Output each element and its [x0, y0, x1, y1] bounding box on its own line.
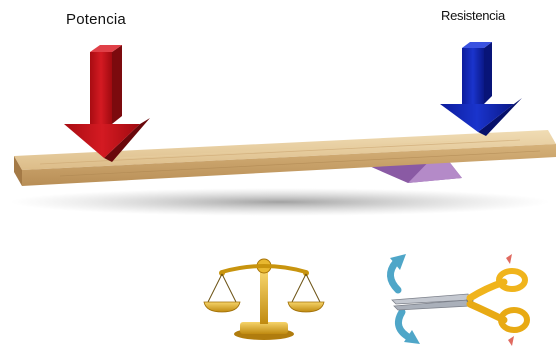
scissors-icon [387, 254, 530, 346]
balance-scale-icon [203, 258, 325, 340]
resistance-label: Resistencia [441, 8, 505, 23]
effort-label: Potencia [66, 11, 126, 28]
lever-plank [14, 130, 556, 186]
lever-shadow [10, 188, 550, 216]
effort-arrow [64, 45, 150, 162]
resistance-arrow [440, 42, 522, 136]
